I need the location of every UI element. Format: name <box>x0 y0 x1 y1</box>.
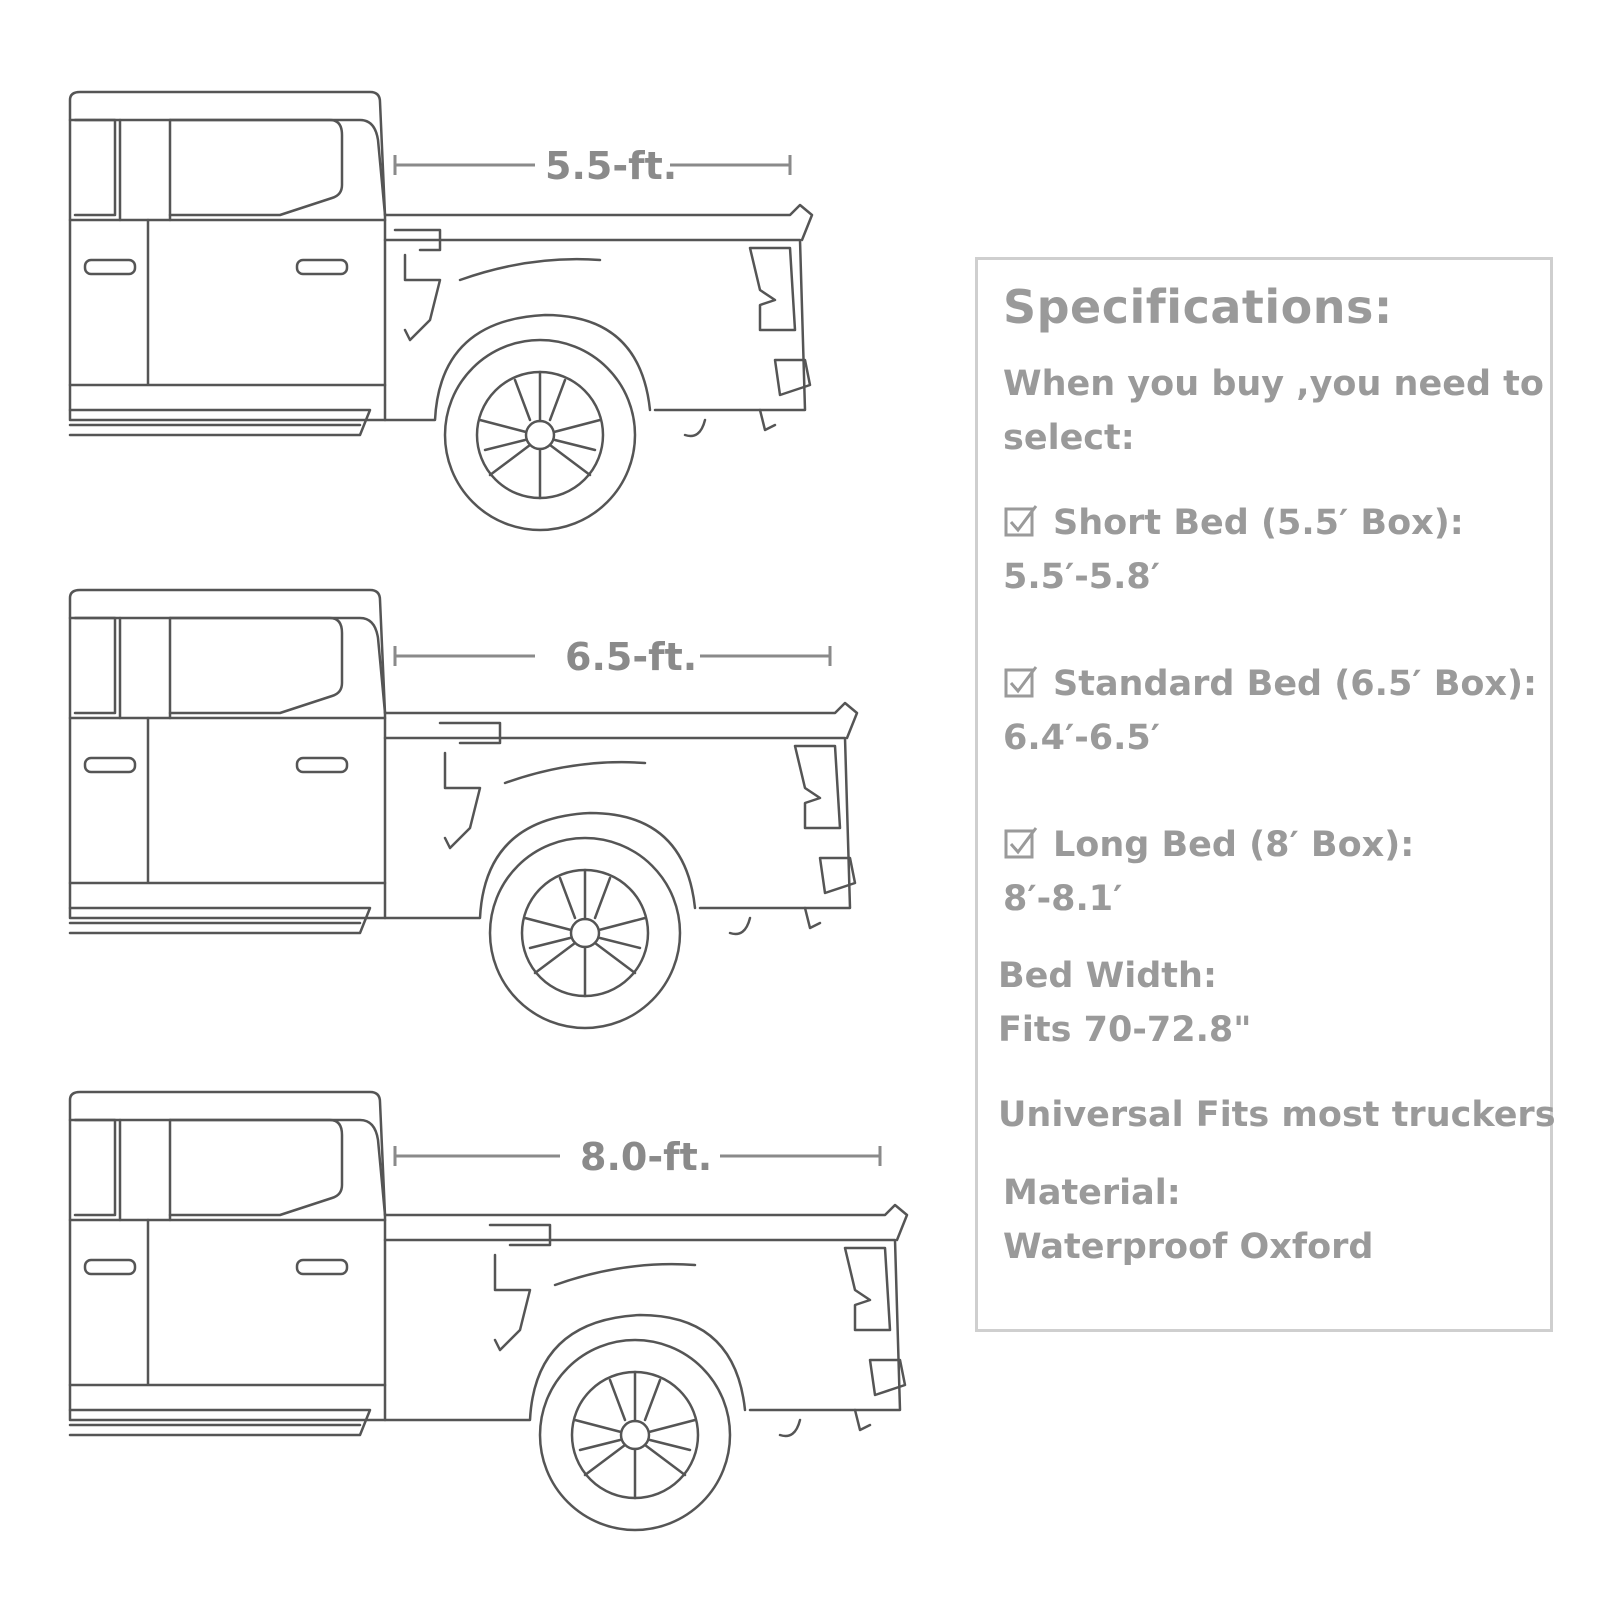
material-value: Waterproof Oxford <box>1003 1227 1374 1267</box>
material-label: Material: <box>1003 1173 1181 1213</box>
length-label-short: 5.5-ft. <box>545 144 677 188</box>
option-standard-bed-label: Standard Bed (6.5′ Box): <box>1053 664 1538 704</box>
specifications-box: Specifications: When you buy ,you need t… <box>975 257 1556 1332</box>
universal-fit-text: Universal Fits most truckers <box>998 1095 1556 1135</box>
option-short-bed-label: Short Bed (5.5′ Box): <box>1053 503 1464 543</box>
option-short-bed-range: 5.5′-5.8′ <box>1003 557 1160 597</box>
length-label-standard: 6.5-ft. <box>565 635 697 679</box>
dimension-line-short: 5.5-ft. <box>393 144 792 188</box>
option-standard-bed: Standard Bed (6.5′ Box): <box>1003 657 1537 711</box>
dimension-line-long: 8.0-ft. <box>393 1135 882 1179</box>
option-long-bed-label: Long Bed (8′ Box): <box>1053 825 1415 865</box>
dimension-line-standard: 6.5-ft. <box>393 635 832 679</box>
checkbox-checked-icon <box>1004 505 1038 537</box>
truck-diagram-long-bed <box>60 1080 930 1550</box>
checkbox-checked-icon <box>1004 666 1038 698</box>
specs-intro-line-2: select: <box>1003 418 1135 458</box>
option-long-bed: Long Bed (8′ Box): <box>1003 818 1414 872</box>
specs-intro-line-1: When you buy ,you need to <box>1003 364 1544 404</box>
truck-diagram-short-bed <box>60 80 840 550</box>
truck-diagram-standard-bed <box>60 578 880 1048</box>
option-standard-bed-range: 6.4′-6.5′ <box>1003 718 1160 758</box>
length-label-long: 8.0-ft. <box>580 1135 712 1179</box>
option-short-bed: Short Bed (5.5′ Box): <box>1003 496 1464 550</box>
specifications-title: Specifications: <box>1003 280 1393 334</box>
option-long-bed-range: 8′-8.1′ <box>1003 879 1123 919</box>
bed-width-label: Bed Width: <box>998 956 1217 996</box>
checkbox-checked-icon <box>1004 827 1038 859</box>
bed-width-value: Fits 70-72.8" <box>998 1010 1252 1050</box>
